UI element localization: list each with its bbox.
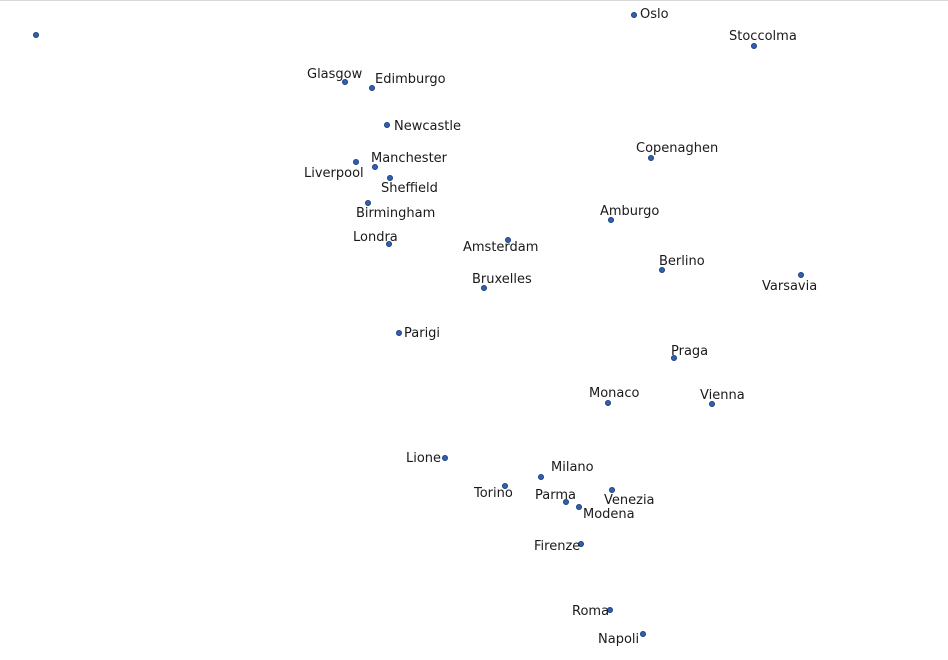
city-label-londra: Londra bbox=[353, 230, 398, 245]
city-label-venezia: Venezia bbox=[604, 493, 655, 508]
city-label-berlino: Berlino bbox=[659, 254, 705, 269]
city-label-sheffield: Sheffield bbox=[381, 181, 438, 196]
city-marker-praga[interactable] bbox=[671, 354, 678, 361]
city-marker-milano[interactable] bbox=[538, 473, 545, 480]
city-marker-venezia[interactable] bbox=[609, 486, 616, 493]
city-label-amburgo: Amburgo bbox=[600, 204, 659, 219]
city-label-varsavia: Varsavia bbox=[762, 279, 817, 294]
city-label-glasgow: Glasgow bbox=[307, 67, 363, 82]
city-label-edimburgo: Edimburgo bbox=[375, 72, 446, 87]
city-marker-varsavia[interactable] bbox=[798, 271, 805, 278]
city-marker-copenaghen[interactable] bbox=[648, 154, 655, 161]
city-marker-birmingham[interactable] bbox=[364, 199, 371, 206]
city-marker-napoli[interactable] bbox=[640, 631, 647, 638]
city-marker-newcastle[interactable] bbox=[383, 122, 390, 129]
city-marker-manchester[interactable] bbox=[371, 163, 378, 170]
city-label-torino: Torino bbox=[473, 486, 513, 501]
city-marker-glasgow[interactable] bbox=[341, 79, 348, 86]
city-label-copenaghen: Copenaghen bbox=[636, 141, 718, 156]
city-marker-vienna[interactable] bbox=[709, 400, 716, 407]
city-marker-liverpool[interactable] bbox=[352, 158, 359, 165]
city-label-oslo: Oslo bbox=[640, 7, 669, 22]
city-marker-oslo[interactable] bbox=[631, 11, 638, 18]
city-marker-edimburgo[interactable] bbox=[368, 85, 375, 92]
city-label-newcastle: Newcastle bbox=[394, 119, 461, 134]
city-marker-firenze[interactable] bbox=[578, 541, 585, 548]
city-marker-stoccolma[interactable] bbox=[751, 43, 758, 50]
city-label-roma: Roma bbox=[572, 604, 609, 619]
city-marker-sheffield[interactable] bbox=[386, 174, 393, 181]
city-marker-torino[interactable] bbox=[501, 482, 508, 489]
city-label-amsterdam: Amsterdam bbox=[463, 240, 538, 255]
city-marker-londra[interactable] bbox=[385, 240, 392, 247]
city-label-milano: Milano bbox=[551, 460, 594, 475]
city-marker-parigi[interactable] bbox=[395, 329, 402, 336]
city-marker-amsterdam[interactable] bbox=[504, 236, 511, 243]
city-label-vienna: Vienna bbox=[700, 388, 745, 403]
city-marker-berlino[interactable] bbox=[659, 266, 666, 273]
city-marker-modena[interactable] bbox=[576, 503, 583, 510]
city-marker-lione[interactable] bbox=[441, 454, 448, 461]
city-label-birmingham: Birmingham bbox=[356, 206, 435, 221]
city-label-parigi: Parigi bbox=[404, 326, 440, 341]
city-marker-roma[interactable] bbox=[607, 607, 614, 614]
city-label-manchester: Manchester bbox=[371, 151, 448, 166]
city-label-liverpool: Liverpool bbox=[304, 166, 364, 181]
city-label-bruxelles: Bruxelles bbox=[472, 272, 532, 287]
city-label-monaco: Monaco bbox=[589, 386, 640, 401]
city-marker-monaco[interactable] bbox=[605, 399, 612, 406]
top-border bbox=[0, 0, 948, 1]
city-label-praga: Praga bbox=[671, 344, 708, 359]
city-label-lione: Lione bbox=[406, 451, 441, 466]
city-marker-parma[interactable] bbox=[563, 498, 570, 505]
city-label-parma: Parma bbox=[535, 488, 576, 503]
city-label-modena: Modena bbox=[583, 507, 635, 522]
city-label-napoli: Napoli bbox=[598, 632, 639, 647]
city-label-stoccolma: Stoccolma bbox=[729, 29, 797, 44]
city-marker-amburgo[interactable] bbox=[608, 216, 615, 223]
city-marker-unnamed[interactable] bbox=[33, 32, 40, 39]
city-label-firenze: Firenze bbox=[534, 539, 580, 554]
city-marker-bruxelles[interactable] bbox=[480, 284, 487, 291]
